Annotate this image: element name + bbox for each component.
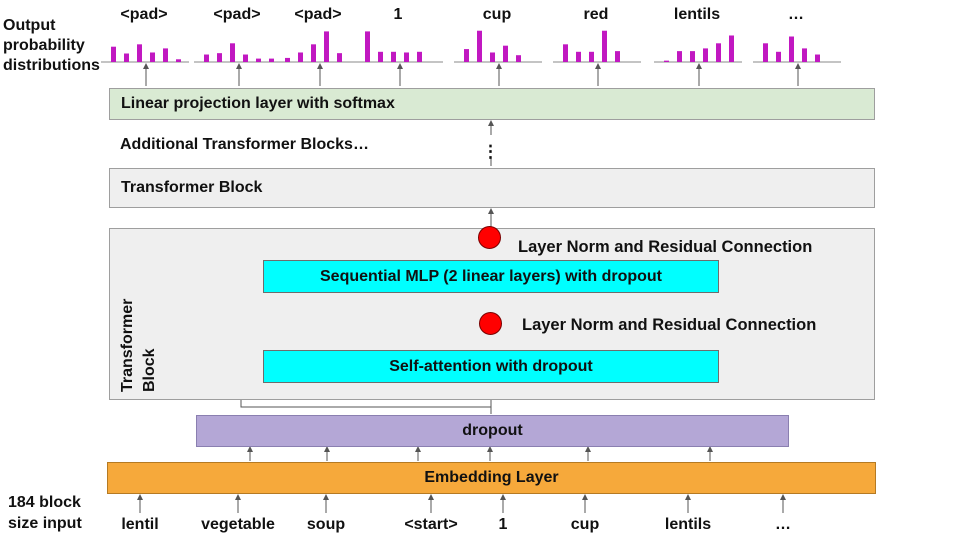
output-token: <pad> <box>120 6 168 23</box>
histogram-bar <box>589 51 594 62</box>
histogram-bar <box>417 51 422 62</box>
residual-node-top <box>478 226 501 249</box>
sequential-mlp-box: Sequential MLP (2 linear layers) with dr… <box>263 260 719 293</box>
histogram-bar <box>311 44 316 62</box>
dropout-layer: dropout <box>196 415 789 447</box>
histogram-bar <box>729 35 734 62</box>
self-attention-box: Self-attention with dropout <box>263 350 719 383</box>
histogram-bar <box>365 31 370 62</box>
histogram-bar <box>176 59 181 62</box>
output-token: <pad> <box>294 6 342 23</box>
histogram-bar <box>789 36 794 62</box>
transformer-block-collapsed: Transformer Block <box>109 168 875 208</box>
embedding-layer: Embedding Layer <box>107 462 876 494</box>
histogram-bar <box>137 44 142 62</box>
histogram-bar <box>150 52 155 62</box>
residual-node-bottom <box>479 312 502 335</box>
input-token: soup <box>306 516 346 533</box>
input-token: lentils <box>664 516 712 533</box>
histogram-bar <box>243 54 248 62</box>
histogram-bar <box>204 54 209 62</box>
self-attention-label: Self-attention with dropout <box>389 357 593 375</box>
histogram-bar <box>516 55 521 62</box>
histogram-bar <box>615 51 620 62</box>
histogram-bar <box>602 30 607 62</box>
probability-histogram <box>101 44 189 63</box>
histogram-bar <box>378 51 383 62</box>
output-distributions-label: Output probability distributions <box>3 17 100 74</box>
transformer-block-vertical-label: Transformer Block <box>119 298 158 392</box>
output-token: <pad> <box>213 6 261 23</box>
input-token: … <box>775 516 791 533</box>
histogram-bar <box>576 51 581 62</box>
transformer-block-label: Transformer Block <box>121 179 263 196</box>
histogram-bar <box>690 51 695 62</box>
output-token: cup <box>482 6 512 23</box>
histogram-bar <box>776 51 781 62</box>
histogram-bar <box>324 31 329 62</box>
histogram-bar <box>677 51 682 62</box>
histogram-bar <box>716 43 721 62</box>
linear-projection-label: Linear projection layer with softmax <box>121 95 395 112</box>
probability-histogram <box>753 36 841 63</box>
histogram-bar <box>763 43 768 62</box>
histogram-bar <box>269 58 274 62</box>
histogram-bar <box>503 45 508 62</box>
histogram-bar <box>124 53 129 62</box>
histogram-bar <box>802 48 807 62</box>
output-token: lentils <box>673 6 721 23</box>
input-token: cup <box>570 516 600 533</box>
input-token: 1 <box>498 516 508 533</box>
histogram-bar <box>217 53 222 62</box>
probability-histogram <box>194 43 282 63</box>
linear-projection-layer: Linear projection layer with softmax <box>109 88 875 120</box>
histogram-bar <box>815 54 820 62</box>
probability-histogram <box>553 30 641 63</box>
histogram-bar <box>563 44 568 62</box>
additional-blocks-label: Additional Transformer Blocks… <box>120 136 369 153</box>
histogram-bar <box>404 52 409 62</box>
histogram-bar <box>477 30 482 62</box>
histogram-bar <box>285 57 290 62</box>
output-token: … <box>788 6 804 23</box>
embedding-label: Embedding Layer <box>424 469 559 486</box>
histogram-bar <box>298 52 303 62</box>
input-size-label: 184 block size input <box>8 494 82 532</box>
vertical-ellipsis: ⋮ <box>482 142 499 161</box>
input-token: lentil <box>121 516 159 533</box>
probability-histogram <box>275 31 363 63</box>
output-token: red <box>583 6 609 23</box>
histogram-bar <box>163 48 168 62</box>
input-token: vegetable <box>201 516 275 533</box>
sequential-mlp-label: Sequential MLP (2 linear layers) with dr… <box>320 267 662 285</box>
histogram-bar <box>337 53 342 62</box>
layer-norm-residual-label-bottom: Layer Norm and Residual Connection <box>522 316 817 334</box>
probability-histogram <box>355 31 443 63</box>
dropout-label: dropout <box>462 422 523 439</box>
probability-histogram <box>454 30 542 63</box>
input-token: <start> <box>404 516 458 533</box>
probability-histogram <box>654 35 742 63</box>
histogram-bar <box>111 46 116 62</box>
histogram-bar <box>230 43 235 62</box>
layer-norm-residual-label-top: Layer Norm and Residual Connection <box>518 238 813 256</box>
histogram-bar <box>464 49 469 62</box>
histogram-bar <box>703 48 708 62</box>
histogram-bar <box>490 52 495 62</box>
output-token: 1 <box>393 6 403 23</box>
histogram-bar <box>256 58 261 62</box>
histogram-bar <box>664 60 669 62</box>
histogram-bar <box>391 51 396 62</box>
